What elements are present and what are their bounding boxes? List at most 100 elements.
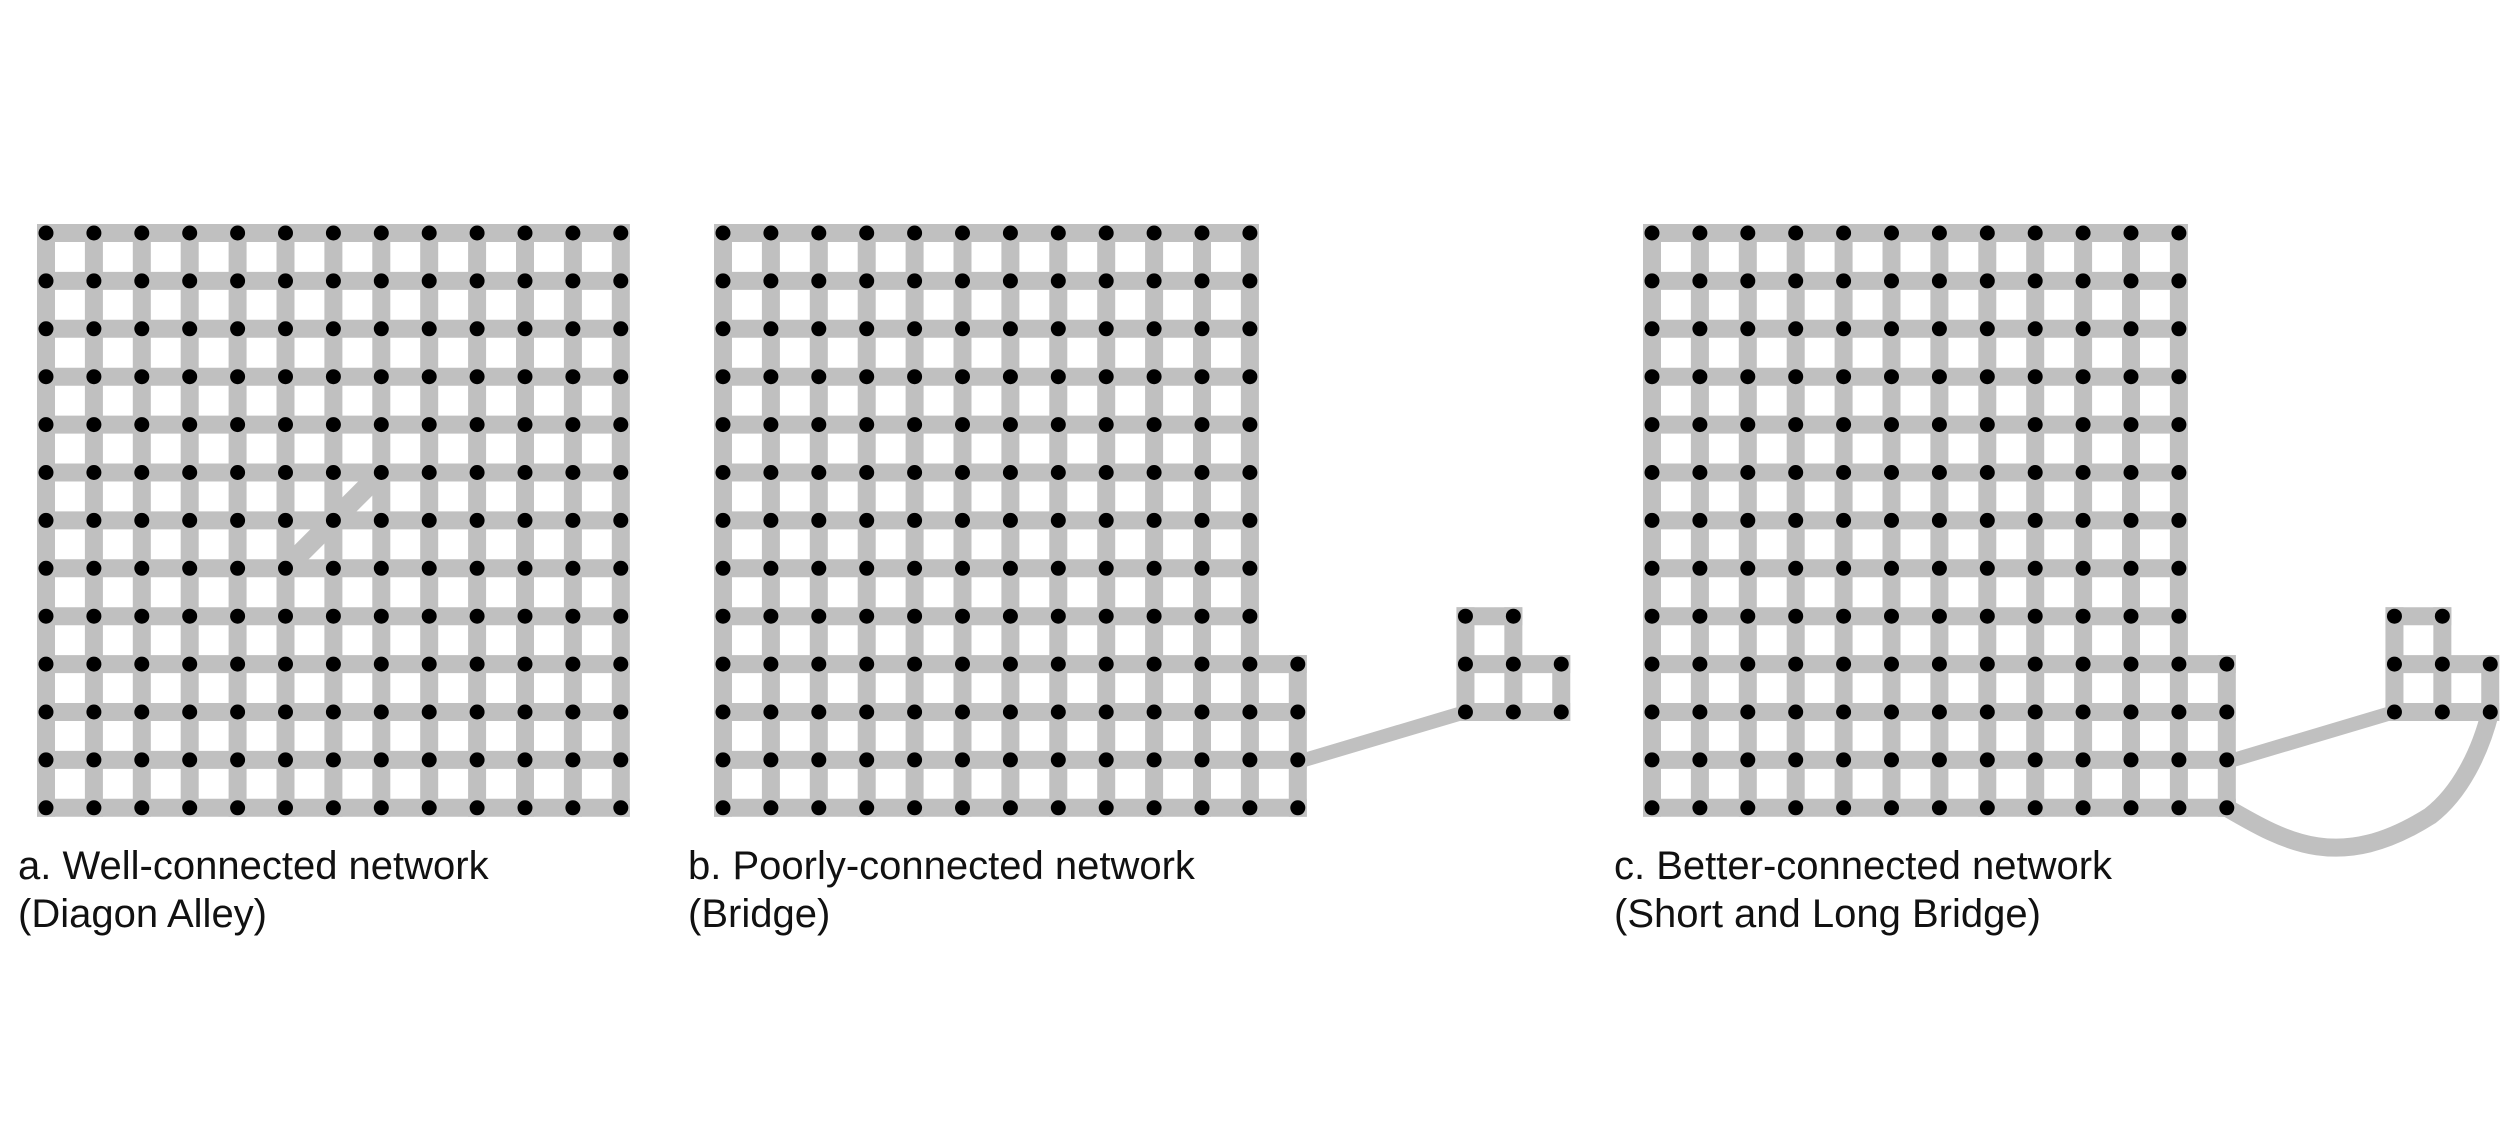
node	[1194, 225, 1210, 241]
node	[1740, 465, 1756, 480]
node	[2171, 656, 2187, 672]
node	[182, 465, 198, 480]
node	[1098, 752, 1114, 768]
node	[1931, 417, 1947, 433]
node	[955, 273, 970, 289]
node	[469, 465, 485, 480]
node	[715, 369, 731, 385]
node	[2123, 800, 2139, 816]
node	[469, 752, 485, 768]
node	[38, 321, 54, 337]
node	[2123, 225, 2139, 241]
node	[1884, 417, 1899, 433]
node	[230, 656, 246, 672]
node	[1788, 417, 1804, 433]
node	[2027, 321, 2043, 337]
node	[1050, 752, 1066, 768]
node	[38, 369, 54, 385]
node	[182, 321, 198, 337]
node	[1242, 656, 1258, 672]
node	[373, 800, 389, 816]
node	[565, 225, 581, 241]
node	[907, 465, 923, 480]
node	[1644, 512, 1660, 528]
caption-a-subtitle: (Diagon Alley)	[18, 892, 268, 936]
node	[2027, 512, 2043, 528]
node	[565, 704, 581, 720]
node	[1505, 656, 1521, 672]
node	[134, 512, 150, 528]
node	[1242, 800, 1258, 816]
node	[565, 656, 581, 672]
node	[763, 560, 779, 576]
node	[2386, 656, 2402, 672]
node	[715, 800, 731, 816]
node	[1979, 465, 1995, 480]
node	[1050, 512, 1066, 528]
node	[565, 752, 581, 768]
node	[325, 656, 341, 672]
node	[1242, 321, 1258, 337]
node	[1146, 752, 1162, 768]
caption-c-subtitle: (Short and Long Bridge)	[1614, 892, 2041, 936]
node	[1931, 704, 1947, 720]
node	[565, 800, 581, 816]
node	[907, 321, 923, 337]
node	[763, 800, 779, 816]
node	[517, 369, 533, 385]
node	[1146, 321, 1162, 337]
node	[1979, 512, 1995, 528]
node	[469, 560, 485, 576]
node	[421, 608, 437, 624]
node	[2171, 273, 2187, 289]
node	[811, 225, 827, 241]
node	[1692, 704, 1708, 720]
node	[1884, 321, 1899, 337]
node	[859, 321, 875, 337]
node	[2171, 465, 2187, 480]
node	[230, 417, 246, 433]
node	[2075, 800, 2091, 816]
node	[1290, 800, 1306, 816]
node	[811, 752, 827, 768]
node	[2171, 704, 2187, 720]
node	[325, 608, 341, 624]
node	[1290, 752, 1306, 768]
node	[1740, 560, 1756, 576]
node	[1692, 608, 1708, 624]
node	[1740, 225, 1756, 241]
node	[1692, 417, 1708, 433]
node	[469, 608, 485, 624]
node	[1836, 704, 1852, 720]
node	[1050, 225, 1066, 241]
node	[1836, 752, 1852, 768]
node	[517, 608, 533, 624]
node	[1146, 512, 1162, 528]
node	[2219, 704, 2235, 720]
node	[421, 560, 437, 576]
node	[1290, 704, 1306, 720]
node	[1692, 465, 1708, 480]
node	[2386, 704, 2402, 720]
node	[811, 608, 827, 624]
node	[134, 225, 150, 241]
node	[1884, 465, 1899, 480]
node	[2171, 608, 2187, 624]
node	[2171, 512, 2187, 528]
node	[1740, 752, 1756, 768]
caption-b-subtitle: (Bridge)	[688, 892, 831, 936]
node	[763, 512, 779, 528]
node	[859, 800, 875, 816]
node	[278, 608, 293, 624]
node	[1098, 800, 1114, 816]
node	[1740, 704, 1756, 720]
node	[1242, 417, 1258, 433]
node	[1194, 273, 1210, 289]
node	[1788, 560, 1804, 576]
node	[1979, 800, 1995, 816]
node	[1002, 512, 1018, 528]
node	[2434, 656, 2450, 672]
node	[38, 225, 54, 241]
node	[1979, 273, 1995, 289]
node	[1979, 656, 1995, 672]
